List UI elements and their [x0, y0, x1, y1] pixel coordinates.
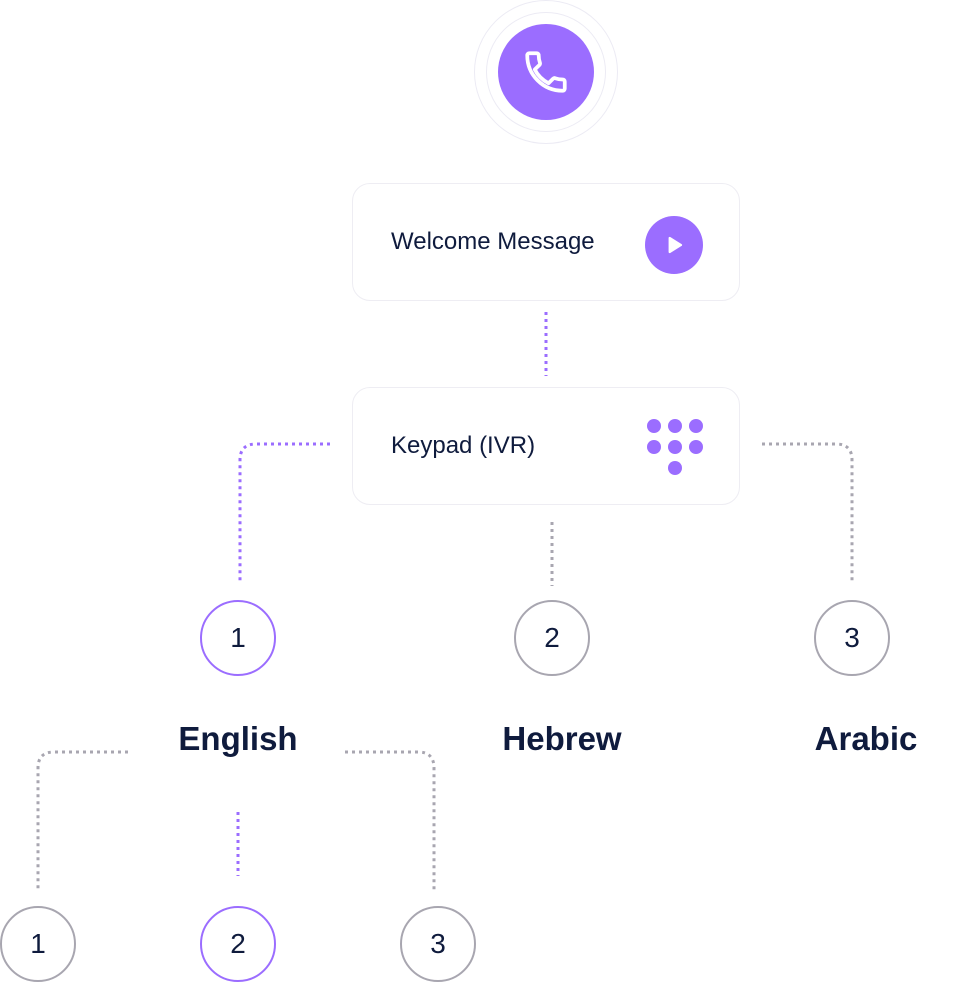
sub-option-2-key: 2 — [230, 928, 246, 959]
language-arabic-label: Arabic — [814, 720, 918, 757]
connector-keypad-option-3 — [762, 442, 854, 584]
option-3-button[interactable]: 3 — [814, 600, 890, 676]
welcome-message-label: Welcome Message — [391, 228, 595, 255]
keypad-ivr-label: Keypad (IVR) — [391, 432, 536, 459]
sub-option-1-key: 1 — [30, 928, 46, 959]
sub-option-3-key: 3 — [430, 928, 446, 959]
phone-inner-ring — [486, 12, 606, 132]
play-icon — [668, 236, 683, 254]
language-hebrew-label: Hebrew — [502, 720, 622, 757]
option-1-button[interactable]: 1 — [200, 600, 276, 676]
option-1-key: 1 — [230, 622, 246, 653]
option-3-key: 3 — [844, 622, 860, 653]
phone-icon — [525, 51, 567, 93]
phone-outer-ring — [474, 0, 618, 144]
sub-option-2-button[interactable]: 2 — [200, 906, 276, 982]
connector-keypad-option-1 — [238, 442, 330, 584]
language-english-label: English — [178, 720, 298, 757]
keypad-ivr-card[interactable]: Keypad (IVR) — [352, 387, 740, 505]
connector-english-sub-3 — [345, 750, 436, 892]
sub-option-3-button[interactable]: 3 — [400, 906, 476, 982]
keypad-icon — [647, 419, 703, 475]
connector-english-sub-1 — [36, 750, 128, 892]
option-2-key: 2 — [544, 622, 560, 653]
call-button[interactable] — [498, 24, 594, 120]
play-button[interactable] — [645, 216, 703, 274]
sub-option-1-button[interactable]: 1 — [0, 906, 76, 982]
welcome-message-card[interactable]: Welcome Message — [352, 183, 740, 301]
option-2-button[interactable]: 2 — [514, 600, 590, 676]
